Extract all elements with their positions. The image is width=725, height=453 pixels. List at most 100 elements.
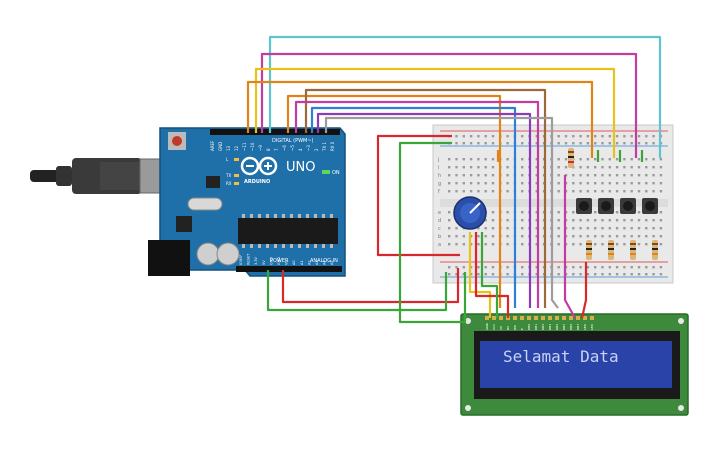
breadboard-hole	[659, 235, 663, 238]
breadboard-hole	[521, 227, 524, 230]
breadboard-hole	[586, 235, 590, 238]
breadboard-hole	[491, 266, 495, 269]
breadboard-hole	[601, 266, 604, 269]
breadboard-hole	[601, 135, 604, 138]
breadboard-hole	[455, 190, 458, 193]
breadboard-hole	[521, 142, 524, 145]
on-led	[322, 170, 330, 174]
lcd-pin	[562, 316, 566, 320]
push-button-4[interactable]	[642, 198, 658, 214]
lcd-pin	[520, 316, 524, 320]
push-buttons[interactable]	[576, 198, 658, 214]
breadboard-hole	[623, 142, 626, 145]
breadboard-hole	[615, 135, 619, 138]
breadboard-hole	[469, 190, 473, 193]
breadboard-hole	[601, 235, 604, 238]
breadboard-hole	[637, 243, 641, 246]
breadboard-hole	[594, 227, 597, 230]
breadboard-hole	[491, 227, 495, 230]
breadboard-hole	[652, 273, 655, 276]
breadboard-hole	[557, 219, 560, 222]
wire-green-pot	[480, 232, 499, 318]
breadboard-hole	[630, 142, 633, 145]
lcd-pin	[541, 316, 545, 320]
push-button-1[interactable]	[576, 198, 592, 214]
push-button-3[interactable]	[620, 198, 636, 214]
breadboard-hole	[645, 174, 648, 177]
lcd-pin-label: DB7	[576, 324, 580, 330]
breadboard-hole	[601, 142, 604, 145]
breadboard-hole	[579, 273, 582, 276]
breadboard-hole	[579, 243, 582, 246]
breadboard-hole	[572, 219, 575, 222]
lcd-pin-label: GND	[485, 322, 489, 330]
breadboard-hole	[645, 273, 648, 276]
breadboard-hole	[630, 174, 633, 177]
breadboard-hole	[608, 273, 611, 276]
breadboard-hole	[645, 266, 648, 269]
power-pin-label: A4	[323, 260, 327, 265]
voltage-regulator	[176, 216, 192, 232]
breadboard-hole	[623, 190, 626, 193]
resistor-1	[568, 148, 574, 168]
breadboard-hole	[455, 174, 458, 177]
breadboard-hole	[645, 190, 648, 193]
breadboard-hole	[462, 158, 465, 161]
breadboard-hole	[594, 219, 597, 222]
breadboard-hole	[506, 266, 509, 269]
breadboard-hole	[659, 182, 663, 185]
breadboard-hole	[535, 135, 538, 138]
crystal	[187, 197, 223, 211]
breadboard-hole	[594, 174, 597, 177]
breadboard-hole	[645, 142, 648, 145]
breadboard-hole	[659, 266, 663, 269]
breadboard-hole	[623, 219, 626, 222]
breadboard-hole	[615, 266, 619, 269]
breadboard-hole	[491, 243, 495, 246]
digital-pin-label: TX 1	[322, 142, 327, 152]
breadboard-hole	[572, 174, 575, 177]
breadboard-hole	[477, 166, 480, 169]
resistor-5	[652, 240, 658, 260]
lcd-pin-label: VCC	[492, 324, 496, 330]
breadboard-hole	[637, 135, 641, 138]
breadboard-row-letter: f	[438, 189, 440, 195]
power-pin-label: A1	[300, 260, 304, 265]
breadboard-hole	[462, 174, 465, 177]
breadboard-hole	[484, 142, 487, 145]
breadboard-hole	[615, 190, 619, 193]
breadboard-hole	[623, 158, 626, 161]
breadboard-hole	[469, 182, 473, 185]
resistors	[568, 148, 658, 260]
breadboard-hole	[623, 227, 626, 230]
arduino-logo-icon	[240, 156, 278, 176]
breadboard-row-letter: h	[438, 173, 441, 179]
reset-button-cap[interactable]	[172, 136, 182, 146]
breadboard-hole	[623, 174, 626, 177]
breadboard-hole	[645, 158, 648, 161]
breadboard-hole	[572, 135, 575, 138]
arduino-uno-board[interactable]: UNO ARDUINO DIGITAL (PWM~) POWER ANALOG …	[148, 127, 346, 277]
wire-red-rail	[376, 134, 460, 257]
digital-pin-label: 12	[234, 145, 239, 151]
breadboard-hole	[637, 174, 641, 177]
breadboard-hole	[630, 135, 633, 138]
breadboard-hole	[506, 182, 509, 185]
breadboard-hole	[623, 182, 626, 185]
push-button-2[interactable]	[598, 198, 614, 214]
breadboard-hole	[484, 243, 487, 246]
power-pin-label: A5	[330, 260, 334, 265]
breadboard-hole	[448, 190, 451, 193]
power-header-label: POWER	[270, 258, 289, 264]
breadboard-hole	[477, 174, 480, 177]
breadboard-hole	[586, 158, 590, 161]
breadboard-hole	[477, 135, 480, 138]
breadboard-hole	[462, 190, 465, 193]
breadboard-hole	[557, 158, 560, 161]
wire-red-pot	[474, 232, 510, 318]
potentiometer[interactable]	[453, 196, 487, 230]
breadboard-hole	[594, 211, 597, 214]
breadboard-hole	[535, 243, 538, 246]
